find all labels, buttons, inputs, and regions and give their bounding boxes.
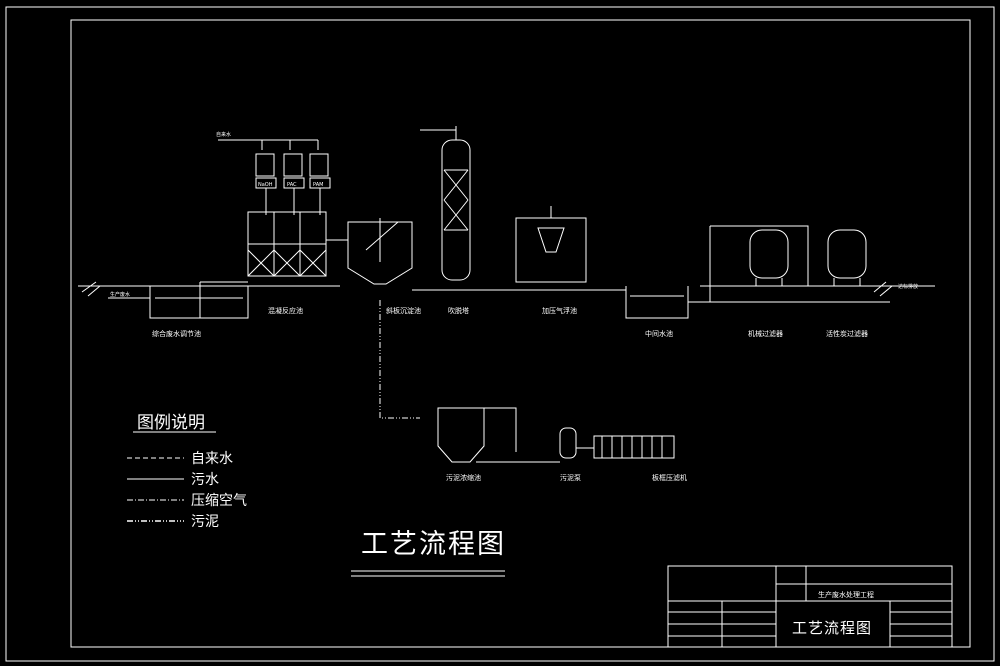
label-settling-tank: 斜板沉淀池 (386, 306, 421, 315)
legend-label-0: 自来水 (191, 451, 233, 467)
label-filter-press: 板框压滤机 (652, 473, 687, 482)
label-stripper: 吹脱塔 (448, 306, 469, 315)
dosing-tanks: NaOH PAC PAM (218, 139, 331, 215)
sludge-pump: 污泥泵 (476, 427, 581, 482)
inner-frame (70, 19, 971, 648)
label-sludge-thickener: 污泥浓缩池 (446, 473, 481, 482)
label-reaction-tank: 混凝反应池 (268, 306, 303, 315)
sludge-thickener: 污泥浓缩池 (437, 407, 517, 482)
tb-project-name: 生产废水处理工程 (818, 590, 874, 599)
filter-2: 活性炭过滤器 (826, 229, 868, 338)
chem-label-2: PAM (313, 182, 323, 188)
reaction-tank: 混凝反应池 (247, 211, 327, 315)
drawing-title: 工艺流程图 (361, 529, 506, 560)
legend-title: 图例说明 (137, 413, 205, 433)
legend-label-2: 压缩空气 (191, 493, 247, 509)
label-air-flotation: 加压气浮池 (542, 306, 577, 315)
tb-drawing-title: 工艺流程图 (792, 619, 872, 637)
note-inflow: 生产废水 (110, 291, 130, 298)
label-filter-1: 机械过滤器 (748, 329, 783, 338)
label-intermediate-tank: 中间水池 (645, 329, 673, 338)
pipe-filters (688, 225, 890, 303)
outer-frame (5, 6, 995, 662)
label-equalization-tank: 综合废水调节池 (152, 329, 201, 338)
settling-tank: 斜板沉淀池 (347, 218, 421, 315)
sludge-pipe (379, 300, 420, 419)
legend: 图例说明 自来水 污水 压缩空气 污泥 (127, 413, 247, 530)
note-discharge: 达标排放 (898, 283, 918, 290)
equalization-tank: 综合废水调节池 (149, 282, 249, 338)
legend-label-1: 污水 (191, 472, 219, 488)
chem-label-1: PAC (287, 182, 297, 188)
stripper-tower: 吹脱塔 (420, 126, 471, 315)
intermediate-tank: 中间水池 (625, 286, 689, 338)
legend-label-3: 污泥 (191, 514, 219, 530)
filter-1: 机械过滤器 (748, 229, 789, 338)
label-sludge-pump: 污泥泵 (560, 474, 581, 482)
air-flotation-tank: 加压气浮池 (515, 206, 587, 315)
chem-label-0: NaOH (258, 182, 273, 188)
label-chemical-feed: 自来水 (216, 131, 231, 138)
ground-line (78, 281, 935, 297)
title-block: 生产废水处理工程 工艺流程图 (667, 565, 953, 648)
label-filter-2: 活性炭过滤器 (826, 329, 868, 338)
filter-press: 板框压滤机 (576, 435, 687, 482)
